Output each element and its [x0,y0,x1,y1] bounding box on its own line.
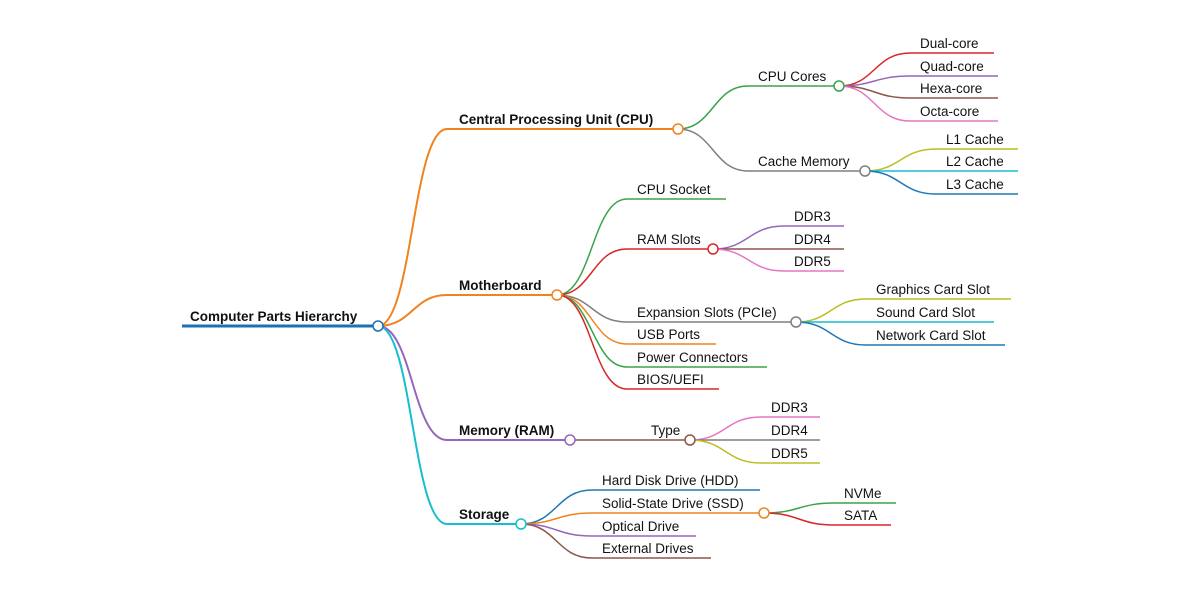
label-sata: SATA [844,508,877,523]
label-motherboard: Motherboard [459,278,542,293]
edge-node-0-1-0 [864,148,937,172]
label-central-processing-unit-cpu: Central Processing Unit (CPU) [459,112,653,127]
edge-node-2 [377,325,448,441]
label-dual-core: Dual-core [920,36,979,51]
label-l2-cache: L2 Cache [946,154,1004,169]
edge-node-1-1 [556,248,628,296]
label-cache-memory: Cache Memory [758,154,850,169]
label-ddr3: DDR3 [794,209,831,224]
label-l3-cache: L3 Cache [946,177,1004,192]
edge-node-3-3 [520,523,593,559]
edge-node-0-0 [677,85,749,130]
label-usb-ports: USB Ports [637,327,700,342]
label-cpu-cores: CPU Cores [758,69,827,84]
mindmap-edges [377,52,937,559]
label-sound-card-slot: Sound Card Slot [876,305,975,320]
edge-node-0-0-3 [838,85,911,122]
mindmap-nodes [372,80,871,530]
label-octa-core: Octa-core [920,104,979,119]
label-cpu-socket: CPU Socket [637,182,711,197]
edge-node-1-4 [556,294,628,368]
node-circle-ram-slots[interactable] [707,243,719,255]
label-l1-cache: L1 Cache [946,132,1004,147]
edge-node-0-1-2 [864,170,937,195]
label-hexa-core: Hexa-core [920,81,982,96]
node-circle-motherboard[interactable] [551,289,563,301]
label-ddr4: DDR4 [794,232,831,247]
edge-node-1-2-2 [795,321,867,346]
label-power-connectors: Power Connectors [637,350,748,365]
label-nvme: NVMe [844,486,882,501]
edge-node-3-0 [520,489,593,525]
label-storage: Storage [459,507,510,522]
mindmap-underlines [182,52,1018,559]
label-ddr5: DDR5 [794,254,831,269]
node-circle-computer-parts-hierarchy[interactable] [372,320,384,332]
label-ddr3: DDR3 [771,400,808,415]
label-computer-parts-hierarchy: Computer Parts Hierarchy [190,309,358,324]
node-circle-cache-memory[interactable] [859,165,871,177]
label-external-drives: External Drives [602,541,694,556]
mindmap-labels: Computer Parts Hierarchy Central Processi… [190,36,1004,556]
edge-node-1-1-2 [712,248,785,272]
label-ddr5: DDR5 [771,446,808,461]
edge-node-0-1 [677,128,749,172]
edge-node-3 [377,325,448,525]
label-graphics-card-slot: Graphics Card Slot [876,282,990,297]
edge-node-1-0 [556,198,628,296]
node-circle-solid-state-drive-ssd[interactable] [758,507,770,519]
label-optical-drive: Optical Drive [602,519,679,534]
node-circle-memory-ram[interactable] [564,434,576,446]
node-circle-storage[interactable] [515,518,527,530]
edge-node-1-3 [556,294,628,345]
edge-node-1-5 [556,294,628,390]
label-type: Type [651,423,680,438]
label-expansion-slots-pcie: Expansion Slots (PCIe) [637,305,777,320]
label-ddr4: DDR4 [771,423,808,438]
label-hard-disk-drive-hdd: Hard Disk Drive (HDD) [602,473,739,488]
label-quad-core: Quad-core [920,59,984,74]
edge-node-2-0-2 [689,439,762,464]
node-circle-type[interactable] [684,434,696,446]
label-bios-uefi: BIOS/UEFI [637,372,704,387]
edge-node-3-1-1 [763,512,835,526]
edge-node-1-2-0 [795,298,867,323]
node-circle-central-processing-unit-cpu[interactable] [672,123,684,135]
edge-node-1 [377,294,448,327]
label-network-card-slot: Network Card Slot [876,328,986,343]
edge-node-2-0-0 [689,416,762,441]
label-solid-state-drive-ssd: Solid-State Drive (SSD) [602,496,744,511]
node-circle-cpu-cores[interactable] [833,80,845,92]
edge-node-0 [377,128,448,327]
label-memory-ram: Memory (RAM) [459,423,554,438]
label-ram-slots: RAM Slots [637,232,701,247]
edge-node-3-1-0 [763,502,835,514]
edge-node-1-1-0 [712,225,785,250]
node-circle-expansion-slots-pcie[interactable] [790,316,802,328]
